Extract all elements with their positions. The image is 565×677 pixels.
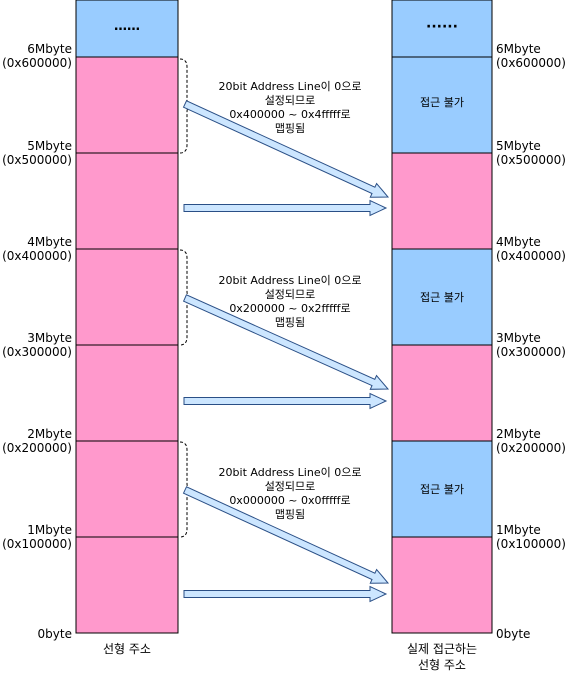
right-caption: 실제 접근하는 선형 주소 xyxy=(406,642,478,672)
left-block-0 xyxy=(75,0,179,58)
right-label-5mb: 5Mbyte(0x500000) xyxy=(496,139,565,167)
left-label-3mb: 3Mbyte(0x300000) xyxy=(2,331,72,359)
right-label-1mb: 1Mbyte(0x100000) xyxy=(496,523,565,551)
right-block-1 xyxy=(391,56,493,154)
left-label-4mb: 4Mbyte(0x400000) xyxy=(2,235,72,263)
right-block-4 xyxy=(391,344,493,442)
right-top-dots: ······ xyxy=(426,19,458,35)
left-label-6mb: 6Mbyte(0x600000) xyxy=(2,42,72,70)
left-label-5mb: 5Mbyte(0x500000) xyxy=(2,139,72,167)
left-block-6 xyxy=(75,536,179,634)
diagonal-arrow-2 xyxy=(182,294,390,390)
left-block-4 xyxy=(75,344,179,442)
diagonal-arrow-1 xyxy=(182,100,390,198)
right-block-2 xyxy=(391,152,493,250)
left-caption: 선형 주소 xyxy=(103,642,151,656)
straight-arrow-2 xyxy=(183,392,388,410)
actual-address-column xyxy=(391,0,493,634)
right-block-0 xyxy=(391,0,493,58)
straight-arrow-1 xyxy=(183,199,388,217)
straight-arrow-3 xyxy=(183,585,388,603)
left-label-2mb: 2Mbyte(0x200000) xyxy=(2,427,72,455)
blocked-label-1: 접근 불가 xyxy=(420,96,464,109)
blocked-label-3: 접근 불가 xyxy=(420,483,464,496)
left-label-0: 0byte xyxy=(37,627,72,641)
linear-address-column xyxy=(75,0,179,634)
left-block-2 xyxy=(75,152,179,250)
right-label-3mb: 3Mbyte(0x300000) xyxy=(496,331,565,359)
arrow-group xyxy=(182,100,390,603)
left-block-5 xyxy=(75,440,179,538)
diagonal-arrow-3 xyxy=(182,486,390,584)
right-label-0: 0byte xyxy=(496,627,531,641)
right-block-5 xyxy=(391,440,493,538)
left-block-3 xyxy=(75,248,179,346)
right-label-6mb: 6Mbyte(0x600000) xyxy=(496,42,565,70)
left-label-1mb: 1Mbyte(0x100000) xyxy=(2,523,72,551)
right-label-2mb: 2Mbyte(0x200000) xyxy=(496,427,565,455)
left-block-1 xyxy=(75,56,179,154)
blocked-label-2: 접근 불가 xyxy=(420,291,464,304)
right-label-4mb: 4Mbyte(0x400000) xyxy=(496,235,565,263)
left-top-dots: …… xyxy=(114,19,140,34)
right-block-6 xyxy=(391,536,493,634)
